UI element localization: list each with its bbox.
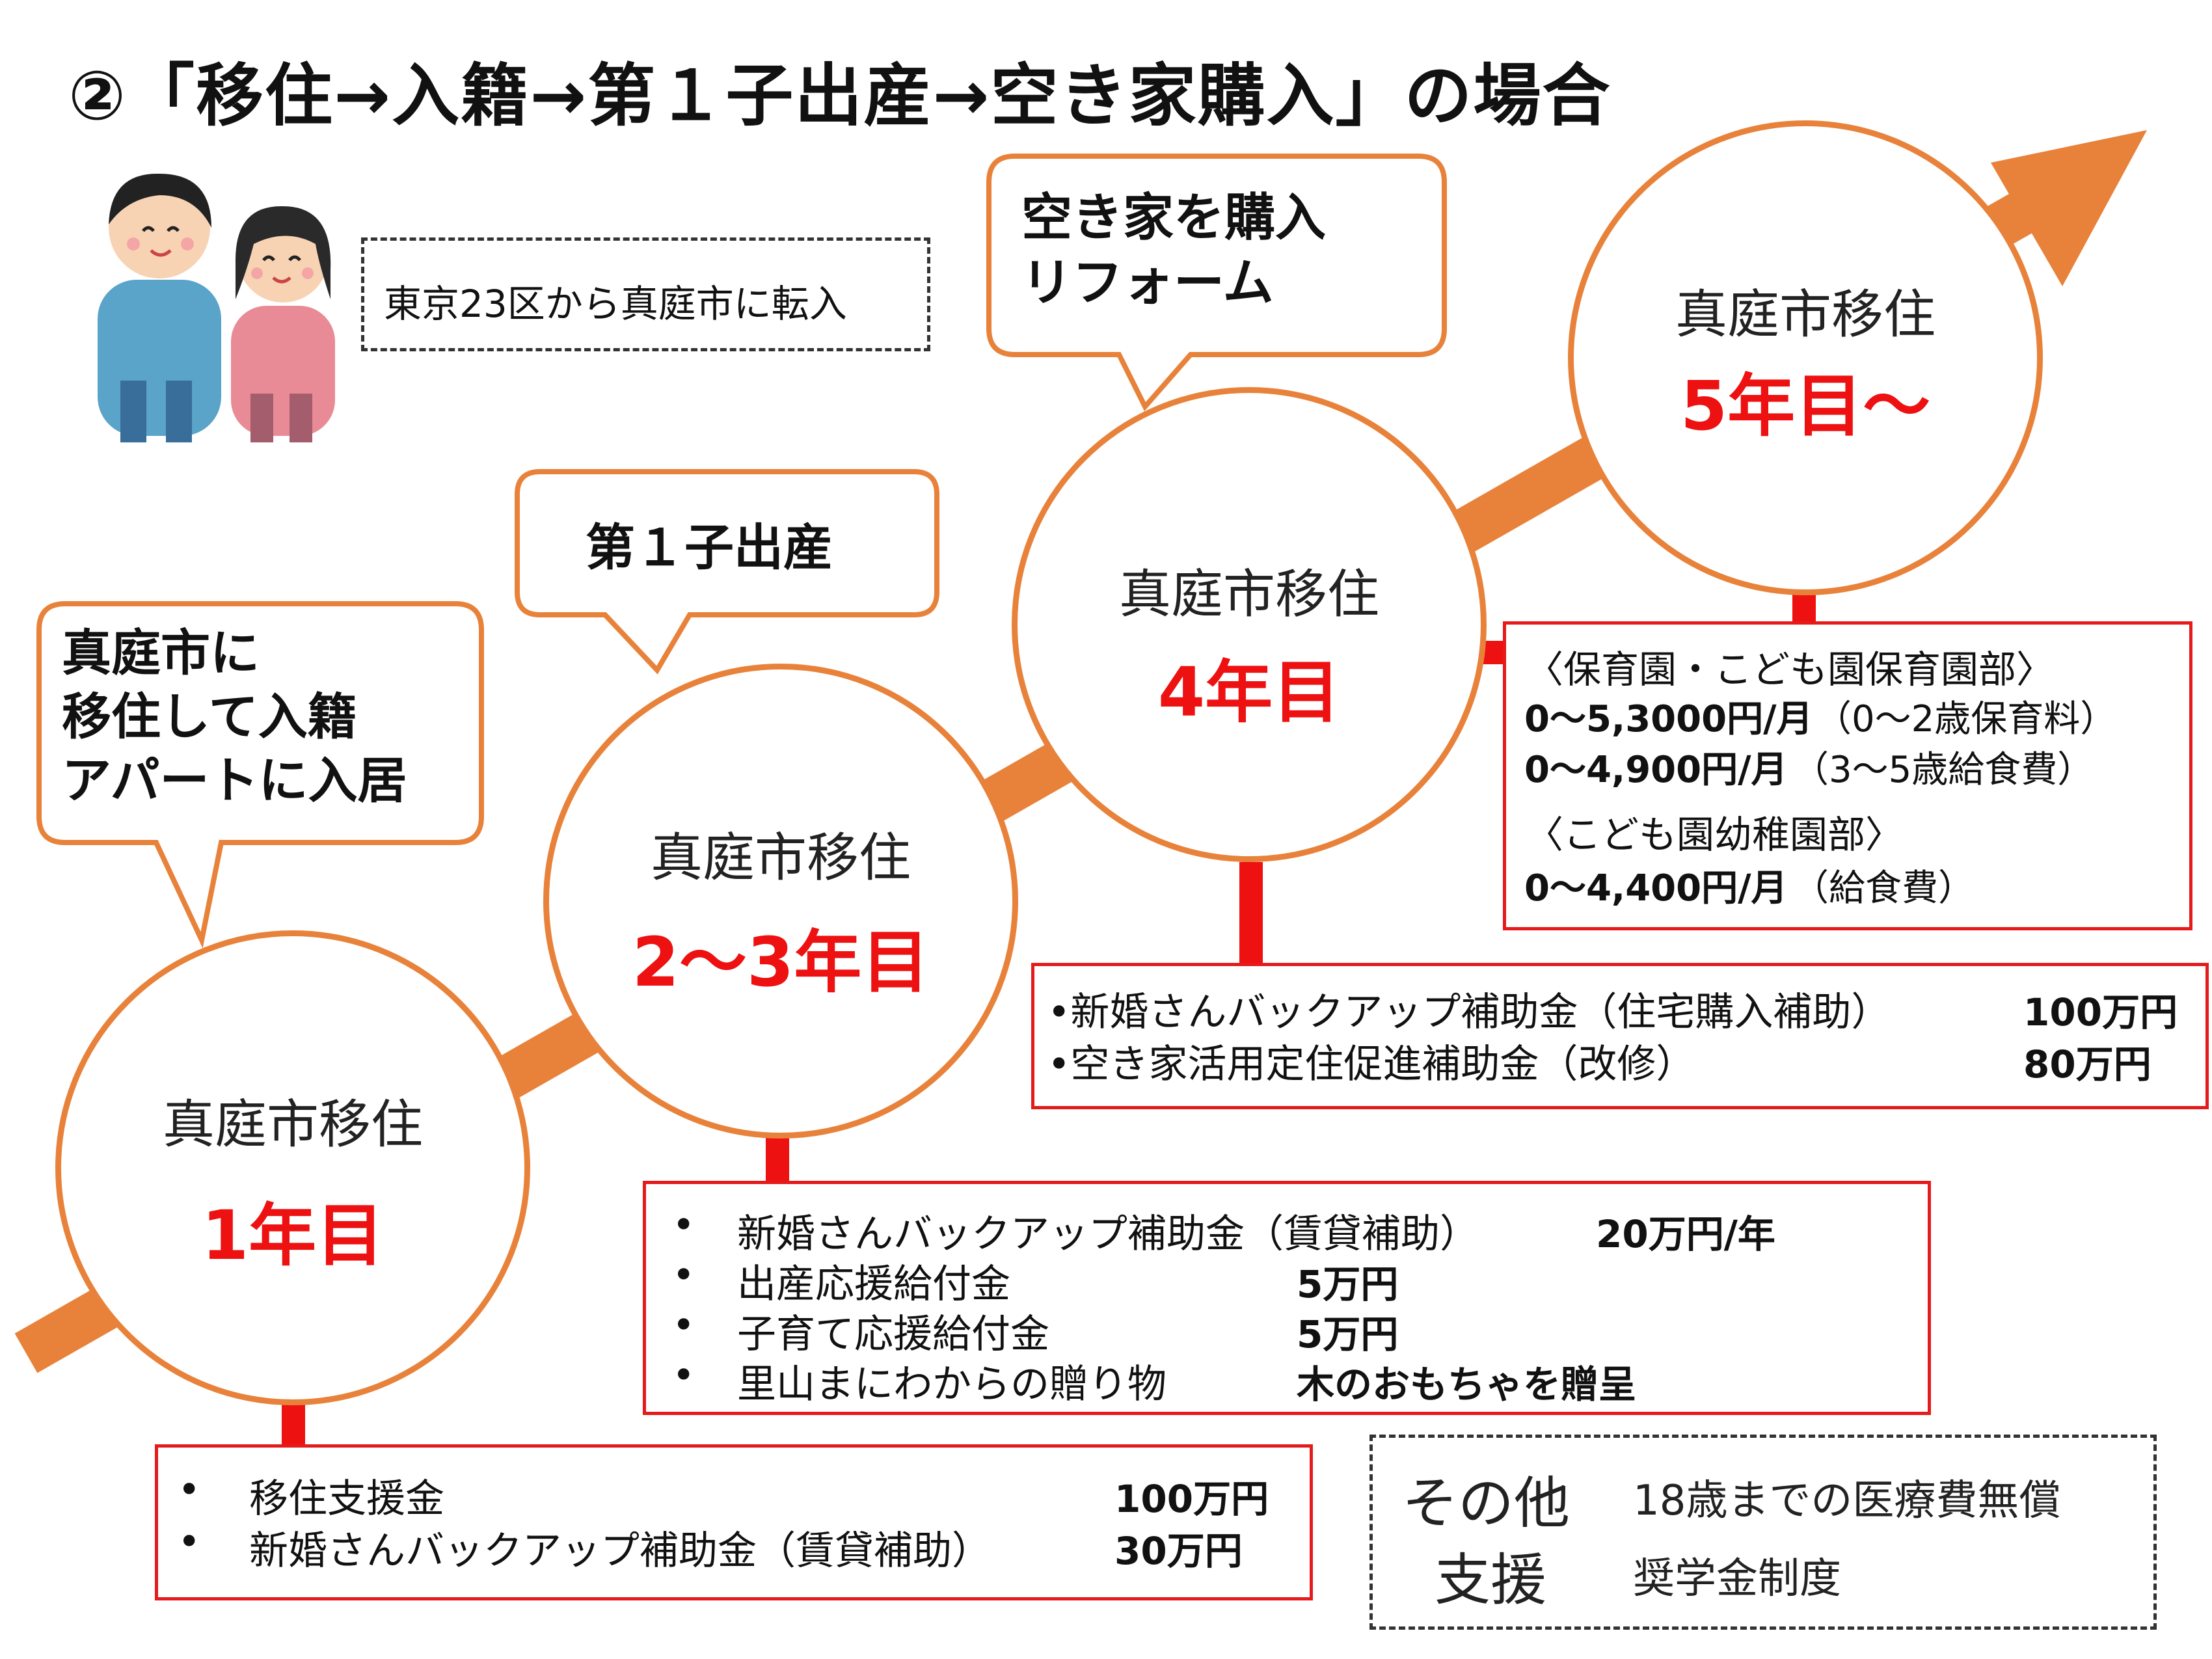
support-box-year4: •新婚さんバックアップ補助金（住宅購入補助） 100万円 •空き家活用定住促進補… — [1031, 963, 2209, 1109]
bullet: • — [672, 1252, 695, 1298]
support-label: •新婚さんバックアップ補助金（住宅購入補助） — [1047, 990, 1891, 1035]
kinder-amount: 0〜4,400円/月 — [1524, 867, 1788, 910]
support-label: 出産応援給付金 — [737, 1261, 1010, 1307]
other-support-item: 18歳までの医療費無償 — [1633, 1477, 2061, 1525]
intro-note-box: 東京23区から真庭市に転入 — [361, 237, 930, 351]
stage-circle-year4: 真庭市移住 4年目 — [1012, 387, 1487, 862]
speech-bubble-2-text: 第１子出産 — [586, 519, 833, 576]
page-title: ②「移住→入籍→第１子出産→空き家購入」の場合 — [68, 56, 1612, 135]
support-amount: 5万円 — [1297, 1262, 1399, 1306]
support-box-year2-3: • 新婚さんバックアップ補助金（賃貸補助） 20万円/年 • 出産応援給付金 5… — [643, 1181, 1931, 1415]
intro-note: 東京23区から真庭市に転入 — [384, 282, 847, 326]
bullet: • — [178, 1467, 201, 1513]
support-label: 移住支援金 — [249, 1476, 444, 1522]
stage-place: 真庭市移住 — [163, 1094, 423, 1155]
stage-year: 2〜3年目 — [632, 923, 930, 1002]
connector-year2-3 — [766, 1135, 789, 1184]
support-amount: 100万円 — [2023, 990, 2178, 1034]
connector-year1 — [282, 1402, 305, 1448]
support-amount: 30万円 — [1114, 1529, 1243, 1573]
speech-bubble-3-shape — [986, 154, 1447, 412]
support-label: •空き家活用定住促進補助金（改修） — [1047, 1042, 1695, 1087]
couple-illustration — [98, 173, 335, 442]
stage-circle-year1: 真庭市移住 1年目 — [55, 930, 530, 1405]
nursery-heading: 〈保育園・こども園保育園部〉 — [1526, 647, 2055, 692]
stage-place: 真庭市移住 — [1119, 564, 1379, 625]
stage-year: 4年目 — [1157, 653, 1341, 732]
stage-place: 真庭市移住 — [1675, 284, 1936, 345]
support-box-year1: • 移住支援金 100万円 • 新婚さんバックアップ補助金（賃貸補助） 30万円 — [155, 1444, 1313, 1600]
other-support-heading-1: その他 — [1402, 1471, 1570, 1536]
support-box-year5: 〈保育園・こども園保育園部〉 0〜5,3000円/月 （0〜2歳保育料） 0〜4… — [1503, 621, 2192, 930]
stage-circle-year2-3: 真庭市移住 2〜3年目 — [543, 664, 1018, 1139]
bullet: • — [672, 1353, 695, 1398]
woman-figure — [231, 206, 335, 442]
timeline-arrow-head — [1991, 130, 2147, 286]
speech-bubble-3-text: 空き家を購入 リフォーム — [1021, 189, 1327, 312]
nursery-note: （3〜5歳給食費） — [1792, 749, 2094, 791]
support-amount: 80万円 — [2023, 1042, 2151, 1086]
man-figure — [98, 173, 221, 442]
connector-year4 — [1239, 862, 1263, 966]
support-amount: 木のおもちゃを贈呈 — [1297, 1362, 1637, 1407]
kinder-heading: 〈こども園幼稚園部〉 — [1526, 813, 1904, 857]
support-label: 里山まにわからの贈り物 — [737, 1362, 1167, 1407]
support-label: 子育て応援給付金 — [737, 1312, 1049, 1357]
other-support-item: 奨学金制度 — [1633, 1555, 1841, 1603]
other-support-box: その他 支援 18歳までの医療費無償 奨学金制度 — [1369, 1435, 2157, 1630]
kinder-note: （給食費） — [1792, 867, 1975, 910]
speech-bubble-2-shape — [515, 469, 939, 675]
speech-bubble-1-shape — [36, 601, 484, 949]
stage-place: 真庭市移住 — [651, 828, 911, 888]
support-amount: 20万円/年 — [1596, 1212, 1775, 1256]
support-label: 新婚さんバックアップ補助金（賃貸補助） — [249, 1528, 991, 1574]
nursery-amount: 0〜5,3000円/月 — [1524, 698, 1813, 740]
stage-circle-year5: 真庭市移住 5年目〜 — [1568, 120, 2043, 595]
bullet: • — [672, 1302, 695, 1348]
bullet: • — [178, 1519, 201, 1565]
support-amount: 100万円 — [1114, 1477, 1269, 1521]
bullet: • — [672, 1202, 695, 1248]
other-support-heading-2: 支援 — [1435, 1548, 1546, 1613]
nursery-note: （0〜2歳保育料） — [1815, 698, 2117, 740]
support-label: 新婚さんバックアップ補助金（賃貸補助） — [737, 1211, 1479, 1257]
support-amount: 5万円 — [1297, 1312, 1399, 1356]
stage-year: 1年目 — [201, 1196, 384, 1275]
nursery-amount: 0〜4,900円/月 — [1524, 749, 1788, 791]
speech-bubble-1-text: 真庭市に 移住して入籍 アパートに入居 — [62, 624, 407, 809]
stage-year: 5年目〜 — [1680, 366, 1931, 446]
